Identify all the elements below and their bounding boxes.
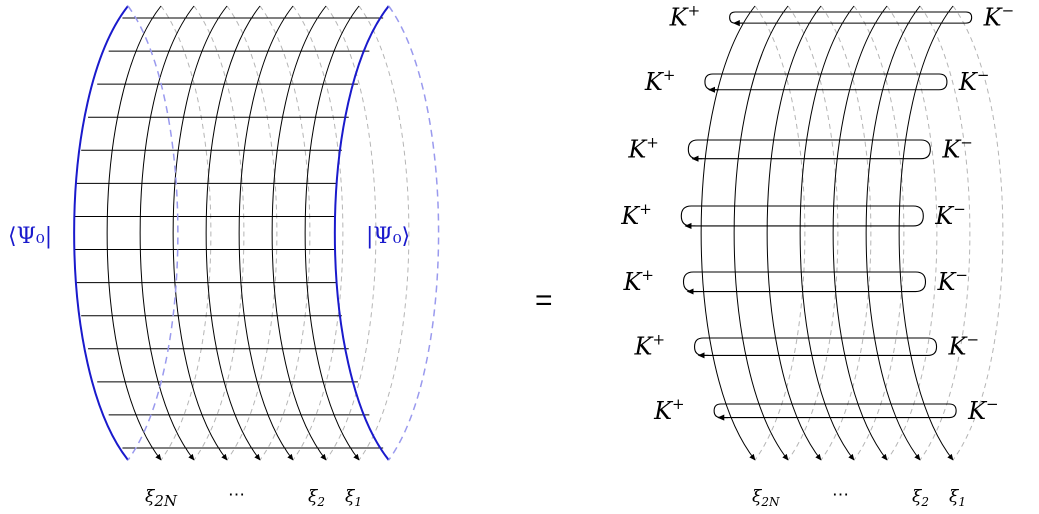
- bra-psi-label: ⟨Ψ₀|: [8, 224, 52, 249]
- xi-1-label-right: ξ1: [949, 487, 966, 509]
- ring-arc: [271, 5, 327, 461]
- xi-2-label-left: ξ2: [308, 487, 325, 509]
- k-plus-label: K+: [669, 2, 701, 32]
- ellipsis-left: ⋯: [228, 485, 245, 505]
- xi-2-label-right: ξ2: [912, 487, 929, 509]
- k-plus-label: K+: [627, 133, 659, 163]
- left-boundary-back: [127, 5, 179, 461]
- hidden-back-arc: [259, 5, 311, 461]
- k-loop: [687, 139, 931, 160]
- ring-arc: [865, 5, 921, 461]
- k-loop: [713, 403, 957, 419]
- hidden-back-arc: [226, 5, 278, 461]
- k-plus-label: K+: [620, 200, 652, 230]
- hidden-back-arc: [160, 5, 212, 461]
- k-loop: [682, 271, 927, 293]
- right-k-labels: K+ K− K+ K− K+ K− K+ K− K+ K− K+ K− K+ K−: [620, 2, 1014, 425]
- hidden-back-arc: [754, 5, 806, 461]
- k-plus-label: K+: [653, 395, 685, 425]
- right-hidden-back-arcs: [754, 5, 1004, 461]
- k-minus-label: K−: [934, 200, 966, 230]
- right-cylinder: K+ K− K+ K− K+ K− K+ K− K+ K− K+ K− K+ K−: [620, 2, 1014, 461]
- right-k-loops: [680, 11, 973, 421]
- k-minus-label: K−: [958, 66, 990, 96]
- k-loop: [704, 73, 948, 91]
- hidden-back-arc: [853, 5, 905, 461]
- left-horizontal-rungs: [74, 17, 384, 449]
- ellipsis-right: ⋯: [832, 485, 849, 505]
- hidden-back-arc: [820, 5, 872, 461]
- hidden-back-arc: [325, 5, 377, 461]
- k-minus-label: K−: [983, 2, 1015, 32]
- ring-arc: [733, 5, 789, 461]
- k-plus-label: K+: [622, 266, 654, 296]
- left-cylinder: [73, 5, 440, 461]
- xi-2n-label-left: ξ2N: [145, 487, 178, 510]
- k-minus-label: K−: [948, 331, 980, 361]
- k-plus-label: K+: [634, 331, 666, 361]
- k-loop: [693, 337, 938, 356]
- k-plus-label: K+: [644, 66, 676, 96]
- k-loop: [729, 11, 973, 24]
- ring-arc: [700, 5, 756, 461]
- ring-arc: [205, 5, 261, 461]
- left-hidden-back-arcs: [160, 5, 410, 461]
- xi-2n-label-right: ξ2N: [752, 487, 780, 509]
- k-minus-label: K−: [936, 266, 968, 296]
- ring-arc: [766, 5, 822, 461]
- k-loop: [680, 205, 924, 227]
- k-minus-label: K−: [941, 133, 973, 163]
- ring-arc: [139, 5, 195, 461]
- ring-arc: [304, 5, 360, 461]
- k-minus-label: K−: [967, 395, 999, 425]
- ring-arc: [832, 5, 888, 461]
- hidden-back-arc: [787, 5, 839, 461]
- left-boundary-front: [73, 5, 129, 461]
- ring-arc: [106, 5, 162, 461]
- right-rings: [700, 5, 954, 461]
- left-rings: [106, 5, 360, 461]
- ring-arc: [799, 5, 855, 461]
- ring-arc: [898, 5, 954, 461]
- equals-sign: =: [535, 284, 553, 317]
- right-boundary-back: [388, 5, 440, 461]
- hidden-back-arc: [193, 5, 245, 461]
- hidden-back-arc: [919, 5, 971, 461]
- ket-psi-label: |Ψ₀⟩: [366, 224, 410, 249]
- hidden-back-arc: [358, 5, 410, 461]
- left-boundaries: [73, 5, 440, 461]
- xi-1-label-left: ξ1: [345, 487, 362, 509]
- ring-arc: [172, 5, 228, 461]
- hidden-back-arc: [886, 5, 938, 461]
- ring-arc: [238, 5, 294, 461]
- hidden-back-arc: [952, 5, 1004, 461]
- right-boundary-front: [333, 5, 390, 461]
